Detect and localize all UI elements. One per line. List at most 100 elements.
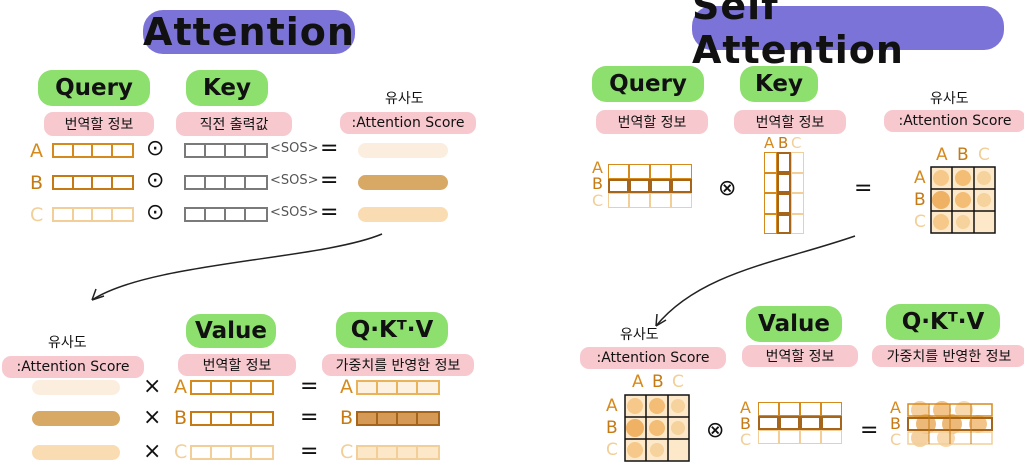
right-bottom-row-c-letter: C xyxy=(606,440,618,460)
right-result-row-b-letter: B xyxy=(890,414,901,433)
left-key-strip-a xyxy=(184,143,268,158)
right-key-col-c-letter: C xyxy=(791,134,802,152)
right-query-row-b-letter: B xyxy=(592,174,603,193)
right-bottom-col-a-letter: A xyxy=(632,372,644,392)
left-times-b: × xyxy=(143,405,162,430)
right-bottom-row-a-letter: A xyxy=(606,396,618,416)
right-value-row-a-letter: A xyxy=(740,398,751,417)
left-value-desc: 번역할 정보 xyxy=(178,354,296,376)
left-query-strip-a xyxy=(52,143,134,158)
right-query-row-c-letter: C xyxy=(592,191,604,210)
left-times-a: × xyxy=(143,374,162,399)
left-result-row-a-letter: A xyxy=(340,376,353,398)
self-attention-title: Self Attention xyxy=(692,0,1004,72)
right-value-desc: 번역할 정보 xyxy=(742,345,858,367)
left-key-strip-c xyxy=(184,207,268,222)
left-value-row-c-letter: C xyxy=(174,441,188,463)
left-sos-b: <SOS> xyxy=(270,173,319,188)
left-dot-op-c: ⊙ xyxy=(146,200,165,225)
left-score-bar-a xyxy=(358,143,448,158)
left-eq-c: = xyxy=(320,200,339,225)
left-score-bar-c xyxy=(358,207,448,222)
left-bottom-score-bar-a xyxy=(32,380,120,395)
right-result-matrix xyxy=(907,401,993,447)
left-qkv-desc: 가중치를 반영한 정보 xyxy=(322,354,474,376)
left-dot-op-a: ⊙ xyxy=(146,136,165,161)
right-score-row-b-letter: B xyxy=(914,190,926,210)
right-key-matrix xyxy=(764,152,804,234)
right-key-col-a-letter: A xyxy=(764,134,775,152)
left-result-row-c-letter: C xyxy=(340,441,354,463)
left-bottom-score-korean: 유사도 xyxy=(48,335,87,351)
right-bottom-score-label: :Attention Score xyxy=(580,347,726,369)
attention-title: Attention xyxy=(143,10,355,54)
right-result-row-a-letter: A xyxy=(890,398,901,417)
left-score-korean: 유사도 xyxy=(385,91,424,107)
left-score-bar-b xyxy=(358,175,448,190)
right-key-desc: 번역할 정보 xyxy=(734,110,846,134)
right-score-korean: 유사도 xyxy=(930,91,969,107)
right-query-desc: 번역할 정보 xyxy=(596,110,708,134)
right-score-row-c-letter: C xyxy=(914,212,926,232)
right-query-label: Query xyxy=(592,66,704,102)
right-bottom-score-matrix xyxy=(624,394,690,462)
right-result-row-c-letter: C xyxy=(890,430,902,449)
left-result-strip-a xyxy=(356,380,440,395)
right-bottom-col-c-letter: C xyxy=(672,372,684,392)
left-value-row-a-letter: A xyxy=(174,376,187,398)
left-value-strip-c xyxy=(190,445,274,460)
right-otimes-bottom: ⊗ xyxy=(706,418,725,443)
right-score-col-a-letter: A xyxy=(936,145,948,165)
right-score-col-b-letter: B xyxy=(957,145,969,165)
left-key-strip-b xyxy=(184,175,268,190)
right-score-label: :Attention Score xyxy=(884,110,1024,132)
left-qkv-label: Q·Kᵀ·V xyxy=(336,312,448,348)
right-eq-top: = xyxy=(854,176,873,201)
right-value-matrix xyxy=(758,402,842,444)
left-times-c: × xyxy=(143,439,162,464)
right-query-matrix xyxy=(608,164,692,208)
left-score-label: :Attention Score xyxy=(340,112,476,134)
left-eq-b: = xyxy=(320,168,339,193)
left-query-strip-b xyxy=(52,175,134,190)
left-bottom-score-label: :Attention Score xyxy=(2,356,144,378)
left-query-desc: 번역할 정보 xyxy=(44,112,154,136)
left-sos-a: <SOS> xyxy=(270,141,319,156)
right-key-label: Key xyxy=(740,66,818,102)
right-bottom-eq: = xyxy=(860,418,879,443)
left-eq-a: = xyxy=(320,136,339,161)
left-result-strip-b xyxy=(356,411,440,426)
right-qkv-label: Q·Kᵀ·V xyxy=(886,304,1000,340)
left-bottom-eq-c: = xyxy=(300,439,319,464)
left-dot-op-b: ⊙ xyxy=(146,168,165,193)
left-result-strip-c xyxy=(356,445,440,460)
left-value-strip-a xyxy=(190,380,274,395)
left-bottom-score-bar-b xyxy=(32,411,120,426)
left-row-c-letter: C xyxy=(30,204,44,226)
left-value-label: Value xyxy=(186,314,276,348)
left-sos-c: <SOS> xyxy=(270,205,319,220)
left-query-strip-c xyxy=(52,207,134,222)
right-bottom-col-b-letter: B xyxy=(652,372,664,392)
left-row-b-letter: B xyxy=(30,172,44,194)
left-key-desc: 직전 출력값 xyxy=(176,112,292,136)
right-query-row-a-letter: A xyxy=(592,158,603,177)
right-score-col-c-letter: C xyxy=(978,145,990,165)
right-score-row-a-letter: A xyxy=(914,168,926,188)
left-bottom-score-bar-c xyxy=(32,445,120,460)
right-score-matrix xyxy=(930,166,996,234)
left-row-a-letter: A xyxy=(30,140,43,162)
right-key-col-b-letter: B xyxy=(778,134,789,152)
left-value-strip-b xyxy=(190,411,274,426)
left-bottom-eq-b: = xyxy=(300,405,319,430)
right-bottom-score-korean: 유사도 xyxy=(620,327,659,343)
left-result-row-b-letter: B xyxy=(340,407,354,429)
right-value-row-c-letter: C xyxy=(740,430,752,449)
right-qkv-desc: 가중치를 반영한 정보 xyxy=(872,345,1024,367)
right-bottom-row-b-letter: B xyxy=(606,418,618,438)
right-otimes-top: ⊗ xyxy=(718,176,737,201)
left-query-label: Query xyxy=(38,70,150,106)
left-bottom-eq-a: = xyxy=(300,374,319,399)
right-value-label: Value xyxy=(746,306,842,342)
